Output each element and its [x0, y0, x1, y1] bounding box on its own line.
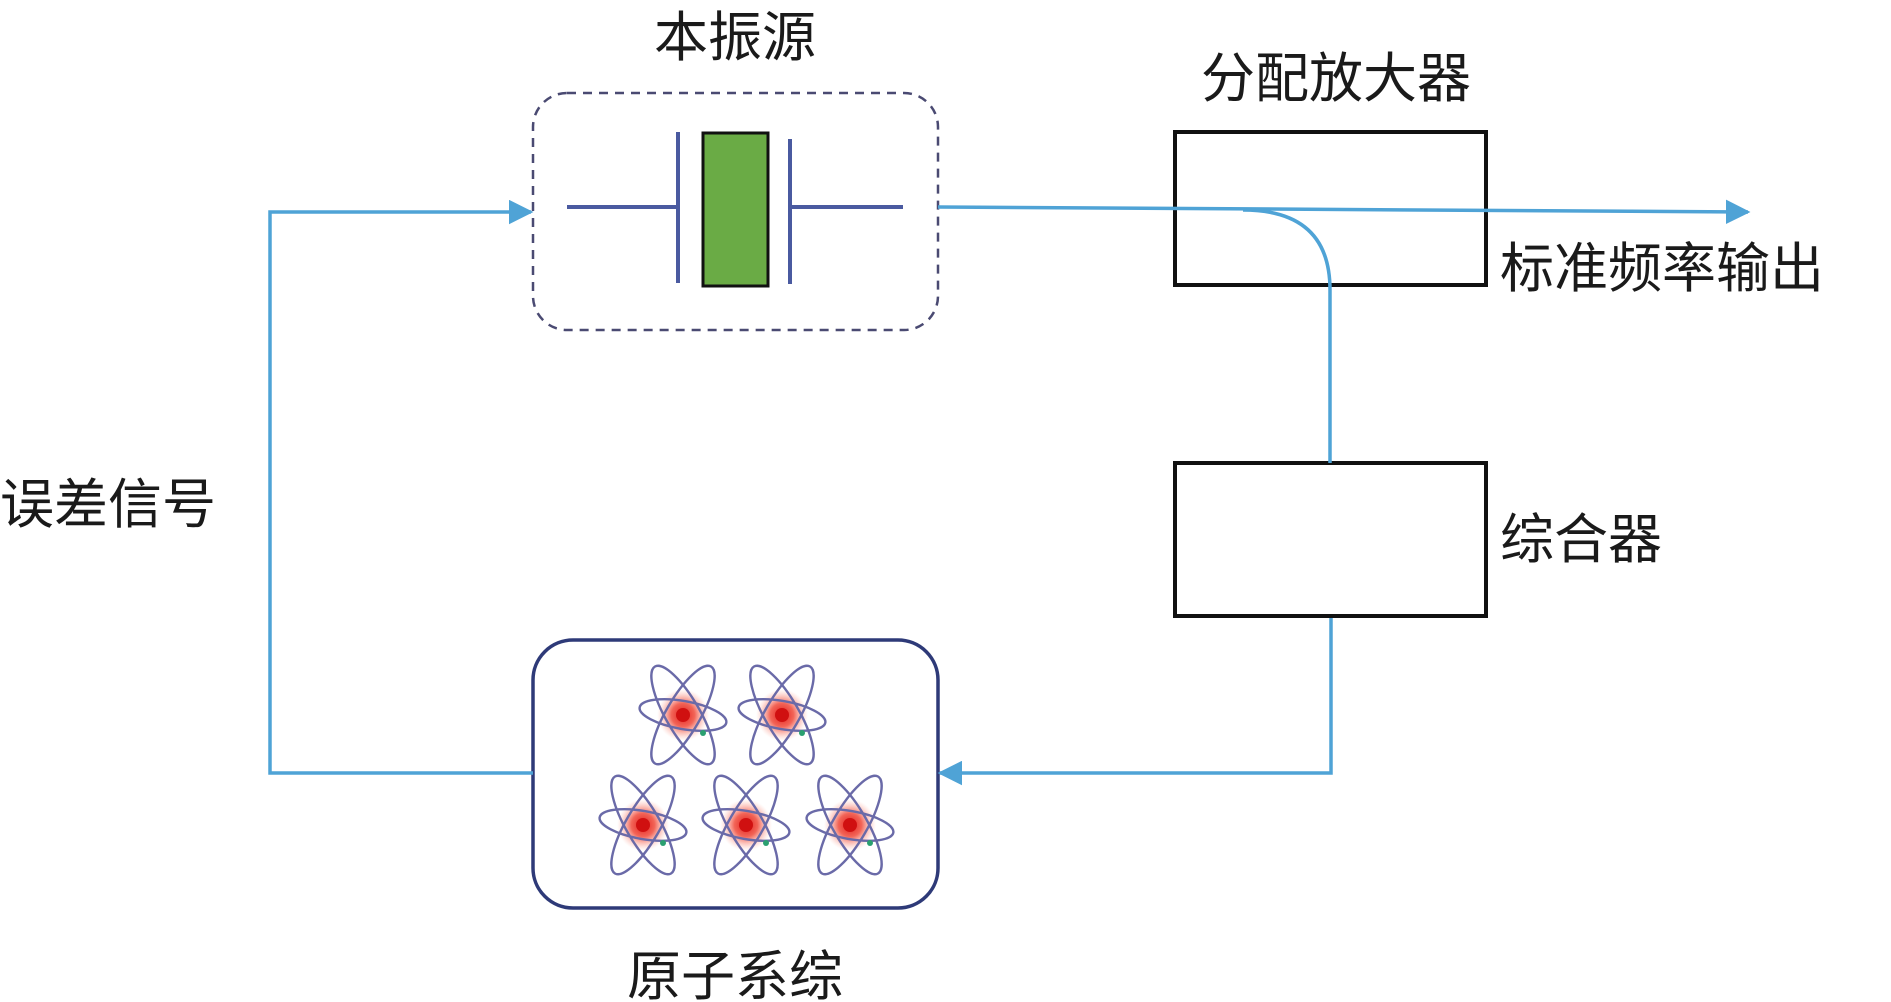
synthesizer-label: 综合器: [1500, 508, 1662, 571]
signal-line-amplifier-to-synthesizer: [1242, 208, 1332, 463]
signal-line-error-feedback: [268, 199, 534, 775]
distribution-amplifier-label: 分配放大器: [1201, 47, 1471, 110]
synthesizer-box: [1173, 461, 1488, 618]
atomic-ensemble-label: 原子系综: [627, 945, 843, 1002]
atom-icon: [638, 664, 728, 766]
signal-line-standard-output: [937, 199, 1751, 225]
standard-frequency-output-label: 标准频率输出: [1500, 237, 1824, 300]
error-signal-label: 误差信号: [0, 473, 216, 536]
atom-icon: [737, 664, 827, 766]
atom-icon: [701, 774, 791, 876]
atom-icon: [805, 774, 895, 876]
crystal-resonator: [701, 131, 770, 288]
local-oscillator-block: [531, 91, 940, 332]
atom-icon: [598, 774, 688, 876]
local-oscillator-label: 本振源: [654, 6, 816, 69]
local-oscillator-dashed-border: [531, 91, 940, 332]
signal-line-synthesizer-to-atoms: [937, 618, 1333, 786]
